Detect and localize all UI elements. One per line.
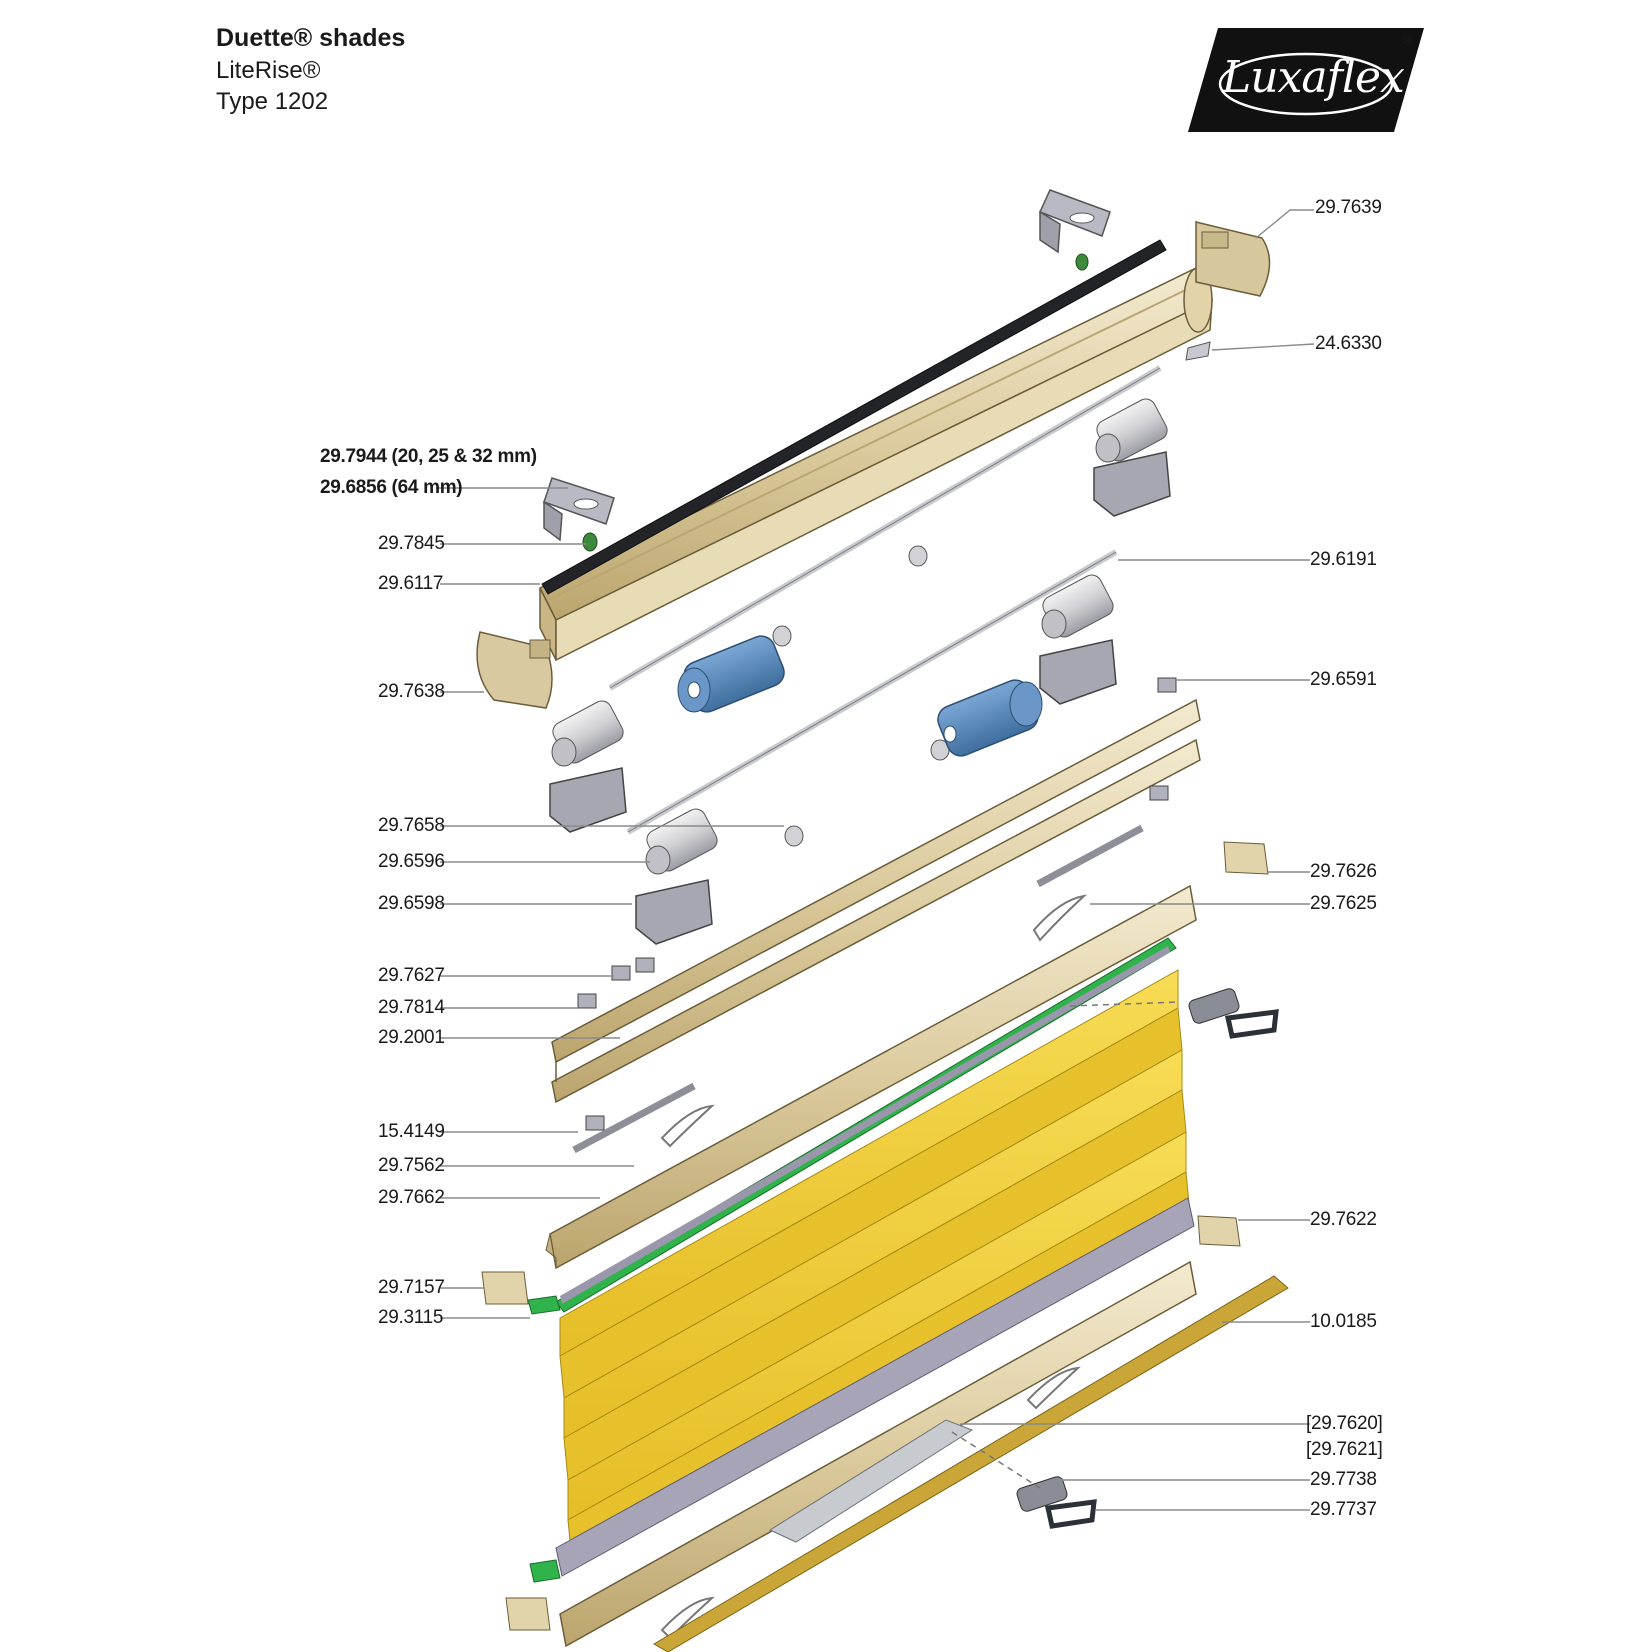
head-rail (538, 267, 1214, 662)
mounting-bracket-left (543, 477, 615, 542)
part-label-29-7737: 29.7737 (1310, 1499, 1377, 1520)
blue-drive-unit-right (937, 679, 1043, 757)
logo-registered-mark: ® (1402, 32, 1414, 49)
rail-end-caps (481, 841, 1269, 1631)
part-label-29-7620: [29.7620] (1306, 1413, 1383, 1434)
spring-cylinders (551, 398, 1168, 875)
product-line: LiteRise® (216, 56, 321, 84)
end-cap-right (1195, 221, 1271, 297)
part-label-29-6117: 29.6117 (378, 573, 444, 594)
part-label-29-7662: 29.7662 (378, 1187, 445, 1208)
document-header: Duette® shades LiteRise® Type 1202 (216, 22, 405, 117)
blue-drive-unit-left (677, 635, 785, 713)
part-label-29-7627: 29.7627 (378, 965, 445, 986)
middle-rail-upper (551, 698, 1201, 1104)
intermediate-rail-29-7662 (545, 884, 1197, 1270)
part-label-29-7639: 29.7639 (1315, 197, 1382, 218)
part-label-15-4149: 15.4149 (378, 1121, 445, 1142)
small-clip-part (1185, 341, 1211, 361)
part-label-29-6191: 29.6191 (1310, 549, 1377, 570)
part-label-29-7622: 29.7622 (1310, 1209, 1377, 1230)
gray-weight-strip (555, 1197, 1195, 1577)
part-label-29-7638: 29.7638 (378, 681, 445, 702)
part-label-10-0185: 10.0185 (1310, 1311, 1377, 1332)
flat-plate-29-7620 (768, 1419, 974, 1543)
bottom-rail (559, 1260, 1197, 1648)
part-label-29-7658: 29.7658 (378, 815, 445, 836)
part-label-29-7944: 29.7944 (20, 25 & 32 mm) (320, 446, 537, 467)
part-label-29-7845: 29.7845 (378, 533, 445, 554)
part-label-29-7625: 29.7625 (1310, 893, 1377, 914)
part-label-29-6856: 29.6856 (64 mm) (320, 477, 463, 498)
product-type: Type 1202 (216, 87, 329, 115)
green-strip-top (555, 937, 1177, 1313)
end-cap-left (476, 631, 553, 709)
part-label-29-7157: 29.7157 (378, 1277, 445, 1298)
rubber-seal-strip (541, 239, 1167, 595)
part-label-29-7814: 29.7814 (378, 997, 445, 1018)
drive-rods (608, 365, 1162, 835)
part-label-29-6596: 29.6596 (378, 851, 445, 872)
green-tabs (527, 1295, 561, 1583)
cord-dashes (951, 1001, 1181, 1489)
part-label-29-2001: 29.2001 (378, 1027, 445, 1048)
gold-bottom-strip (653, 1275, 1289, 1652)
bracket-screw-icon (582, 253, 1089, 552)
part-label-24-6330: 24.6330 (1315, 333, 1382, 354)
rod-couplers (772, 545, 950, 847)
part-label-29-7626: 29.7626 (1310, 861, 1377, 882)
brand-logo: Luxaflex ® (1188, 28, 1424, 132)
part-label-29-7562: 29.7562 (378, 1155, 445, 1176)
cylinder-cradles (549, 451, 1171, 945)
leader-lines (436, 209, 1315, 1511)
mounting-bracket-right (1038, 189, 1111, 254)
pull-handles (1016, 988, 1279, 1529)
part-label-29-7621: [29.7621] (1306, 1439, 1383, 1460)
part-label-29-3115: 29.3115 (378, 1307, 444, 1328)
logo-parallelogram (1188, 28, 1424, 132)
part-label-29-7738: 29.7738 (1310, 1469, 1377, 1490)
product-title: Duette® shades (216, 24, 406, 52)
part-label-29-6591: 29.6591 (1310, 669, 1377, 690)
logo-wordmark: Luxaflex (1222, 52, 1405, 103)
part-label-29-6598: 29.6598 (378, 893, 445, 914)
